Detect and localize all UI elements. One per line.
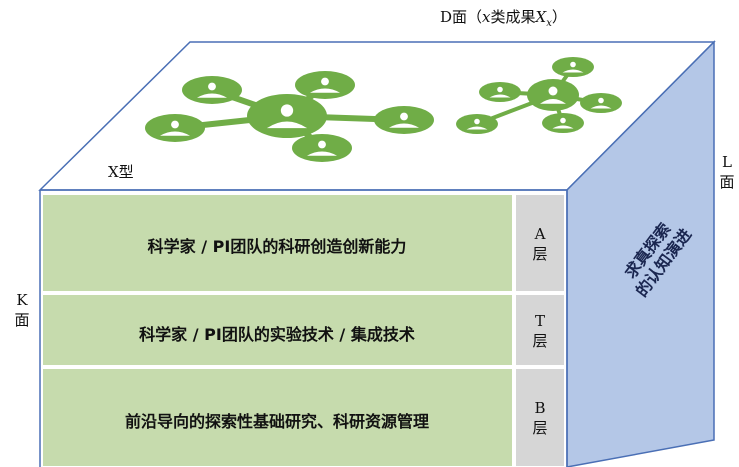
- d-face-subscript: x: [546, 18, 552, 29]
- layer-b-box: [41, 367, 514, 467]
- tag-a: A 层: [515, 224, 565, 264]
- tag-b-box: [514, 367, 566, 467]
- d-face-suffix: ）: [551, 8, 567, 26]
- l-face-letter: L: [722, 153, 732, 171]
- d-face-prefix: D面（: [440, 8, 483, 26]
- tag-b: B 层: [515, 398, 565, 438]
- l-face-label: L 面: [715, 152, 739, 192]
- network-member-node: [374, 106, 434, 134]
- k-face-char: 面: [14, 311, 30, 329]
- network-small: [456, 57, 622, 134]
- layer-a-text: 科学家 / PI团队的科研创造创新能力: [147, 237, 407, 256]
- d-face-var: x: [482, 8, 491, 26]
- network-large: [145, 71, 434, 162]
- layer-t-box: [41, 293, 514, 367]
- k-face-letter: K: [16, 291, 28, 309]
- network-member-node: [552, 57, 594, 77]
- tag-a-char: 层: [532, 245, 548, 263]
- tag-t-box: [514, 293, 566, 367]
- layer-t-text: 科学家 / PI团队的实验技术 / 集成技术: [139, 325, 415, 344]
- network-member-node: [479, 82, 521, 102]
- l-face-char: 面: [719, 173, 735, 191]
- tag-a-box: [514, 193, 566, 293]
- tag-b-char: 层: [532, 419, 548, 437]
- network-member-node: [182, 76, 242, 104]
- network-hub-node: [247, 94, 327, 138]
- layer-a-box: [41, 193, 514, 293]
- d-face-label: D面（x类成果Xx）: [440, 8, 567, 31]
- x-type-label: X型: [108, 163, 134, 181]
- network-member-node: [292, 134, 352, 162]
- network-member-node: [145, 114, 205, 142]
- tag-a-letter: A: [534, 225, 546, 243]
- network-hub-node: [527, 79, 579, 111]
- d-face-middle: 类成果: [490, 8, 536, 26]
- layer-b-text: 前沿导向的探索性基础研究、科研资源管理: [124, 412, 429, 431]
- network-member-node: [295, 71, 355, 99]
- tag-b-letter: B: [534, 399, 546, 417]
- network-member-node: [580, 93, 622, 113]
- k-face-label: K 面: [10, 290, 34, 330]
- network-member-node: [542, 113, 584, 133]
- tag-t-char: 层: [532, 332, 548, 350]
- d-face-symbol: X: [535, 8, 547, 26]
- tag-t-letter: T: [534, 312, 545, 330]
- network-member-node: [456, 114, 498, 134]
- tag-t: T 层: [515, 311, 565, 351]
